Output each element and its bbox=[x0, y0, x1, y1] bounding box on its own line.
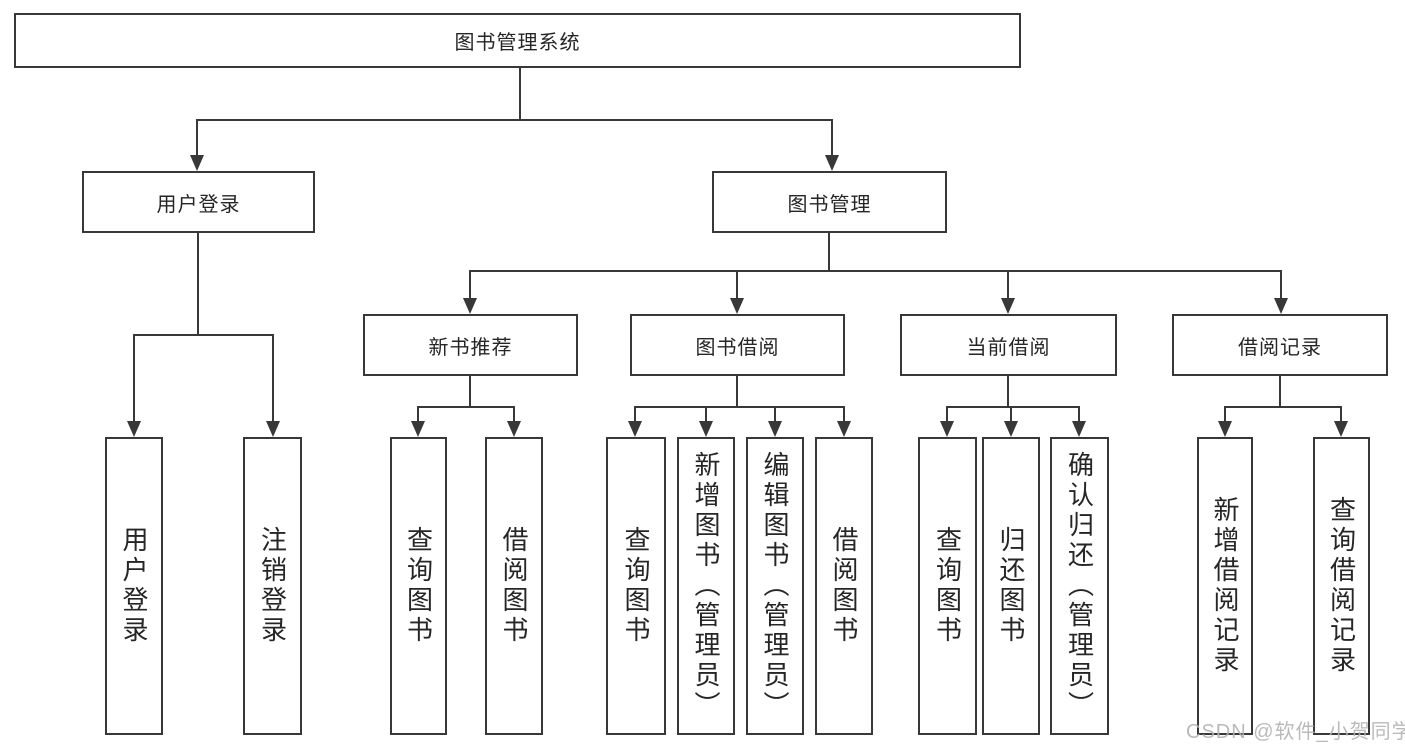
node-label: 新增图书（管理员） bbox=[691, 451, 721, 721]
arrow-down-icon bbox=[411, 421, 425, 437]
node-return-books: 归还图书 bbox=[982, 437, 1040, 735]
node-logout: 注销登录 bbox=[243, 437, 302, 735]
node-library-management-system: 图书管理系统 bbox=[14, 13, 1021, 68]
csdn-watermark: CSDN @软件_小贺同学 bbox=[1186, 721, 1405, 743]
connector-line bbox=[736, 376, 738, 408]
connector-line bbox=[1007, 270, 1009, 300]
node-add-books-admin: 新增图书（管理员） bbox=[677, 437, 735, 735]
arrow-down-icon bbox=[266, 421, 280, 437]
connector-line bbox=[1224, 406, 1342, 408]
arrow-down-icon bbox=[1004, 421, 1018, 437]
node-query-books-borrowing: 查询图书 bbox=[606, 437, 666, 735]
connector-line bbox=[417, 406, 419, 423]
node-confirm-return-admin: 确认归还（管理员） bbox=[1050, 437, 1109, 735]
connector-line bbox=[831, 119, 833, 157]
connector-line bbox=[196, 119, 833, 121]
connector-line bbox=[133, 334, 274, 336]
node-borrow-books: 借阅图书 bbox=[815, 437, 873, 735]
node-label: 查询图书 bbox=[932, 526, 963, 646]
arrow-down-icon bbox=[628, 421, 642, 437]
connector-line bbox=[1007, 376, 1009, 408]
node-label: 用户登录 bbox=[119, 526, 149, 646]
connector-line bbox=[1279, 376, 1281, 408]
node-label: 图书管理系统 bbox=[454, 32, 581, 54]
connector-line bbox=[469, 376, 471, 408]
node-query-books-current: 查询图书 bbox=[918, 437, 977, 735]
arrow-down-icon bbox=[507, 421, 521, 437]
node-label: 归还图书 bbox=[996, 526, 1026, 646]
connector-line bbox=[417, 406, 515, 408]
connector-line bbox=[736, 270, 738, 300]
arrow-down-icon bbox=[127, 421, 141, 437]
arrow-down-icon bbox=[837, 421, 851, 437]
connector-line bbox=[133, 334, 135, 423]
node-label: 图书借阅 bbox=[695, 336, 780, 359]
connector-line bbox=[1010, 406, 1012, 423]
connector-line bbox=[843, 406, 845, 423]
arrow-down-icon bbox=[190, 155, 204, 171]
connector-line bbox=[469, 270, 1282, 272]
node-label: 图书管理 bbox=[787, 193, 872, 216]
node-label: 查询借阅记录 bbox=[1326, 496, 1357, 676]
connector-line bbox=[1224, 406, 1226, 423]
connector-line bbox=[705, 406, 707, 423]
arrow-down-icon bbox=[1001, 298, 1015, 314]
connector-line bbox=[196, 119, 198, 157]
node-borrow-books-recommendation: 借阅图书 bbox=[485, 437, 543, 735]
arrow-down-icon bbox=[1274, 298, 1288, 314]
arrow-down-icon bbox=[768, 421, 782, 437]
node-label: 查询图书 bbox=[403, 526, 434, 646]
connector-line bbox=[272, 334, 274, 423]
node-user-login: 用户登录 bbox=[82, 171, 315, 233]
connector-line bbox=[946, 406, 1080, 408]
node-label: 新增借阅记录 bbox=[1210, 496, 1240, 676]
node-edit-books-admin: 编辑图书（管理员） bbox=[746, 437, 804, 735]
connector-line bbox=[634, 406, 845, 408]
node-label: 借阅图书 bbox=[829, 526, 859, 646]
arrow-down-icon bbox=[730, 298, 744, 314]
arrow-down-icon bbox=[1218, 421, 1232, 437]
connector-line bbox=[634, 406, 636, 423]
node-label: 借阅记录 bbox=[1238, 336, 1322, 359]
connector-line bbox=[774, 406, 776, 423]
node-label: 编辑图书（管理员） bbox=[760, 451, 790, 721]
node-user-login-action: 用户登录 bbox=[105, 437, 163, 735]
node-add-borrowing-record: 新增借阅记录 bbox=[1197, 437, 1253, 735]
node-new-book-recommendation: 新书推荐 bbox=[363, 314, 578, 376]
connector-line bbox=[1280, 270, 1282, 300]
node-label: 用户登录 bbox=[156, 193, 241, 216]
connector-line bbox=[946, 406, 948, 423]
node-current-borrowing: 当前借阅 bbox=[900, 314, 1117, 376]
node-label: 借阅图书 bbox=[499, 526, 529, 646]
node-query-borrowing-record: 查询借阅记录 bbox=[1313, 437, 1370, 735]
connector-line bbox=[519, 67, 521, 120]
arrow-down-icon bbox=[463, 298, 477, 314]
connector-line bbox=[828, 233, 830, 272]
node-book-management: 图书管理 bbox=[712, 171, 947, 233]
node-label: 查询图书 bbox=[621, 526, 651, 646]
node-query-books-recommendation: 查询图书 bbox=[390, 437, 447, 735]
connector-line bbox=[469, 270, 471, 300]
connector-line bbox=[1078, 406, 1080, 423]
connector-line bbox=[1340, 406, 1342, 423]
node-label: 当前借阅 bbox=[966, 336, 1051, 359]
arrow-down-icon bbox=[940, 421, 954, 437]
arrow-down-icon bbox=[699, 421, 713, 437]
node-book-borrowing: 图书借阅 bbox=[630, 314, 845, 376]
node-borrowing-records: 借阅记录 bbox=[1172, 314, 1388, 376]
connector-line bbox=[513, 406, 515, 423]
node-label: 新书推荐 bbox=[428, 336, 513, 359]
arrow-down-icon bbox=[825, 155, 839, 171]
arrow-down-icon bbox=[1334, 421, 1348, 437]
node-label: 确认归还（管理员） bbox=[1064, 451, 1095, 721]
connector-line bbox=[197, 233, 199, 336]
arrow-down-icon bbox=[1072, 421, 1086, 437]
node-label: 注销登录 bbox=[257, 526, 288, 646]
